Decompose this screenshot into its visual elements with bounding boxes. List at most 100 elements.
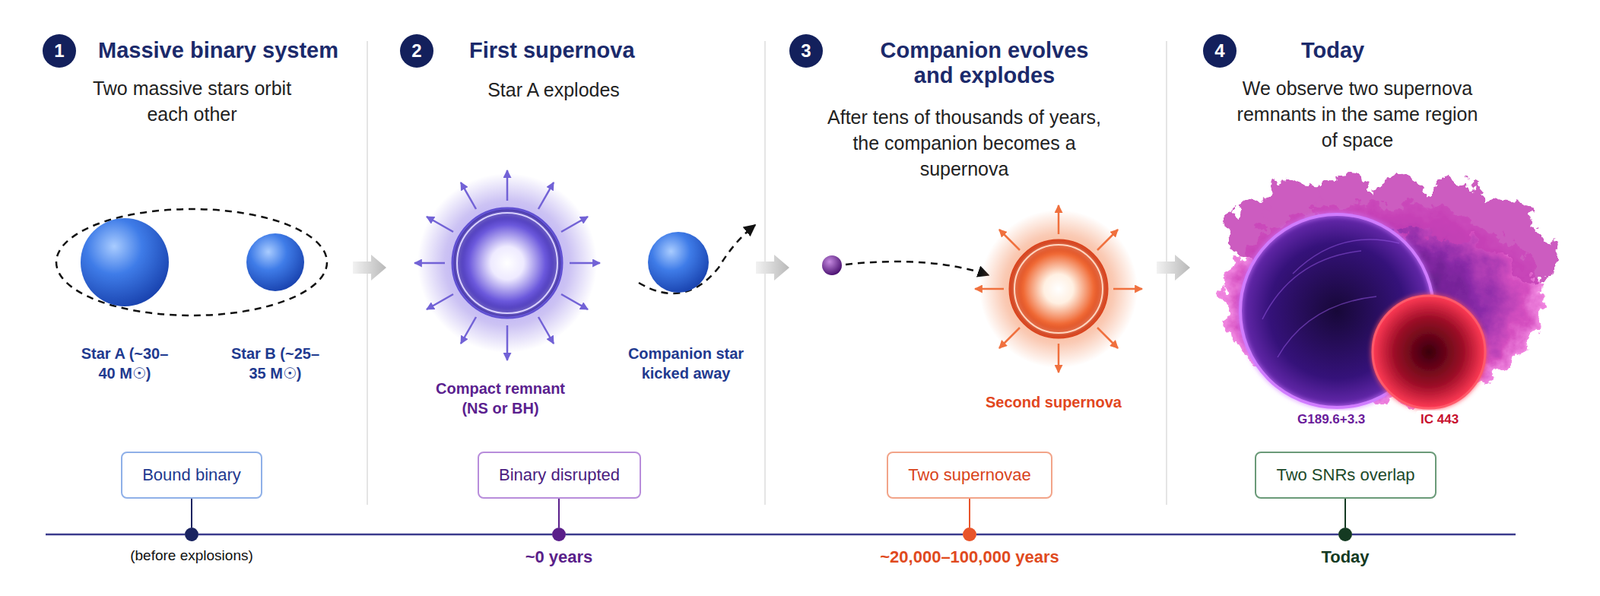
- first-supernova: [460, 317, 477, 344]
- step-description: After tens of thousands of years, the co…: [822, 104, 1106, 182]
- step-title: First supernova: [469, 38, 635, 64]
- step-number: 2: [400, 34, 434, 68]
- step-title: Today: [1301, 38, 1365, 64]
- first-supernova: [506, 325, 509, 361]
- remnant-name: IC 443: [1415, 410, 1464, 429]
- companion-path: [638, 225, 756, 294]
- step-number-text: 1: [53, 41, 64, 61]
- stage-label: Two supernovae: [907, 465, 1031, 486]
- step-description: Two massive stars orbit each other: [79, 76, 305, 128]
- first-supernova: [426, 294, 454, 310]
- remnant-name: G189.6+3.3: [1292, 410, 1370, 429]
- star-label: Star B (~25–35 M☉): [225, 343, 325, 384]
- first-supernova: [506, 170, 509, 201]
- stage-label: Binary disrupted: [498, 465, 620, 486]
- second-supernova: [974, 288, 1004, 291]
- remnant-path: [822, 255, 989, 276]
- timeline-stem: [1344, 498, 1347, 528]
- timeline-label: ~0 years: [525, 547, 594, 568]
- timeline-stem: [968, 498, 971, 528]
- step-arrow: [352, 254, 387, 281]
- first-supernova: [452, 208, 562, 318]
- step-title: Massive binary system: [98, 38, 339, 64]
- timeline-label: ~20,000–100,000 years: [879, 547, 1060, 568]
- second-supernova: [1057, 343, 1061, 373]
- timeline-axis: [45, 533, 1516, 537]
- first-supernova: [414, 170, 600, 361]
- timeline-segment: [198, 533, 553, 537]
- second-supernova: [974, 205, 1143, 373]
- second-supernova: [1097, 327, 1118, 349]
- step-title: Companion evolves and explodes: [864, 38, 1105, 89]
- second-supernova: [1057, 205, 1061, 235]
- timeline-label: Today: [1320, 547, 1369, 568]
- step-number: 1: [42, 34, 77, 68]
- stage-box: Two supernovae: [886, 451, 1053, 499]
- first-supernova: [569, 262, 600, 265]
- supernova-label: Second supernova: [985, 392, 1122, 413]
- timeline-dot: (before explosions): [184, 527, 199, 542]
- timeline-axis: [45, 533, 185, 537]
- star-a: [80, 218, 169, 307]
- binary-orbit: [56, 209, 327, 316]
- step-number-text: 3: [800, 41, 811, 61]
- timeline-dot: Today: [1338, 527, 1353, 542]
- step-arrow: [755, 254, 790, 281]
- compact-remnant: [822, 255, 842, 276]
- step-number: 4: [1203, 34, 1237, 68]
- step-description: We observe two supernova remnants in the…: [1231, 76, 1483, 153]
- stage-label: Bound binary: [142, 465, 242, 486]
- timeline-segment: [976, 533, 1339, 537]
- first-supernova: [457, 212, 558, 314]
- second-supernova: [999, 229, 1020, 251]
- second-supernova: [1113, 288, 1143, 291]
- first-supernova: [426, 216, 454, 232]
- timeline-stem: [558, 498, 560, 528]
- step-number-text: 2: [411, 41, 422, 61]
- second-supernova: [999, 327, 1020, 349]
- second-supernova: [1014, 244, 1103, 334]
- second-supernova: [1009, 240, 1108, 338]
- nebula: [1510, 230, 1559, 280]
- star-b: [246, 233, 305, 292]
- companion-label: Companion star kicked away: [617, 343, 755, 384]
- nebula: [1262, 250, 1362, 320]
- step-number-text: 4: [1214, 41, 1225, 61]
- timeline-segment: [565, 533, 963, 537]
- star-label: Star A (~30–40 M☉): [75, 343, 175, 384]
- companion-star: [647, 231, 709, 293]
- step-description: Star A explodes: [439, 77, 668, 104]
- step-arrow: [1156, 254, 1191, 281]
- nebula: [1221, 176, 1559, 409]
- timeline-dot: ~20,000–100,000 years: [962, 527, 977, 542]
- timeline-stem: [190, 498, 193, 528]
- step-number: 3: [789, 34, 823, 68]
- remnant-path: [845, 261, 989, 276]
- stage-box: Two SNRs overlap: [1254, 451, 1437, 499]
- first-supernova: [538, 317, 554, 344]
- companion-path: [638, 225, 756, 294]
- first-supernova: [414, 262, 445, 265]
- timeline-dot: ~0 years: [552, 527, 566, 542]
- second-supernova: [974, 205, 1143, 373]
- remnant-label: Compact remnant (NS or BH): [428, 378, 573, 419]
- first-supernova: [414, 170, 600, 361]
- timeline-axis: [1352, 533, 1516, 537]
- timeline-label: (before explosions): [130, 547, 254, 566]
- binary-orbit: [56, 209, 327, 316]
- first-supernova: [561, 216, 588, 232]
- panel-separator: [367, 41, 1167, 505]
- nebula: [1277, 296, 1377, 358]
- first-supernova: [561, 294, 588, 310]
- first-supernova: [538, 182, 554, 210]
- stage-box: Binary disrupted: [477, 451, 642, 499]
- nebula: [1422, 180, 1483, 242]
- ic443-shell: [1372, 295, 1486, 409]
- stage-label: Two SNRs overlap: [1276, 465, 1415, 486]
- second-supernova: [1097, 229, 1118, 251]
- nebula: [1292, 239, 1400, 274]
- first-supernova: [460, 182, 477, 210]
- stage-box: Bound binary: [120, 451, 263, 499]
